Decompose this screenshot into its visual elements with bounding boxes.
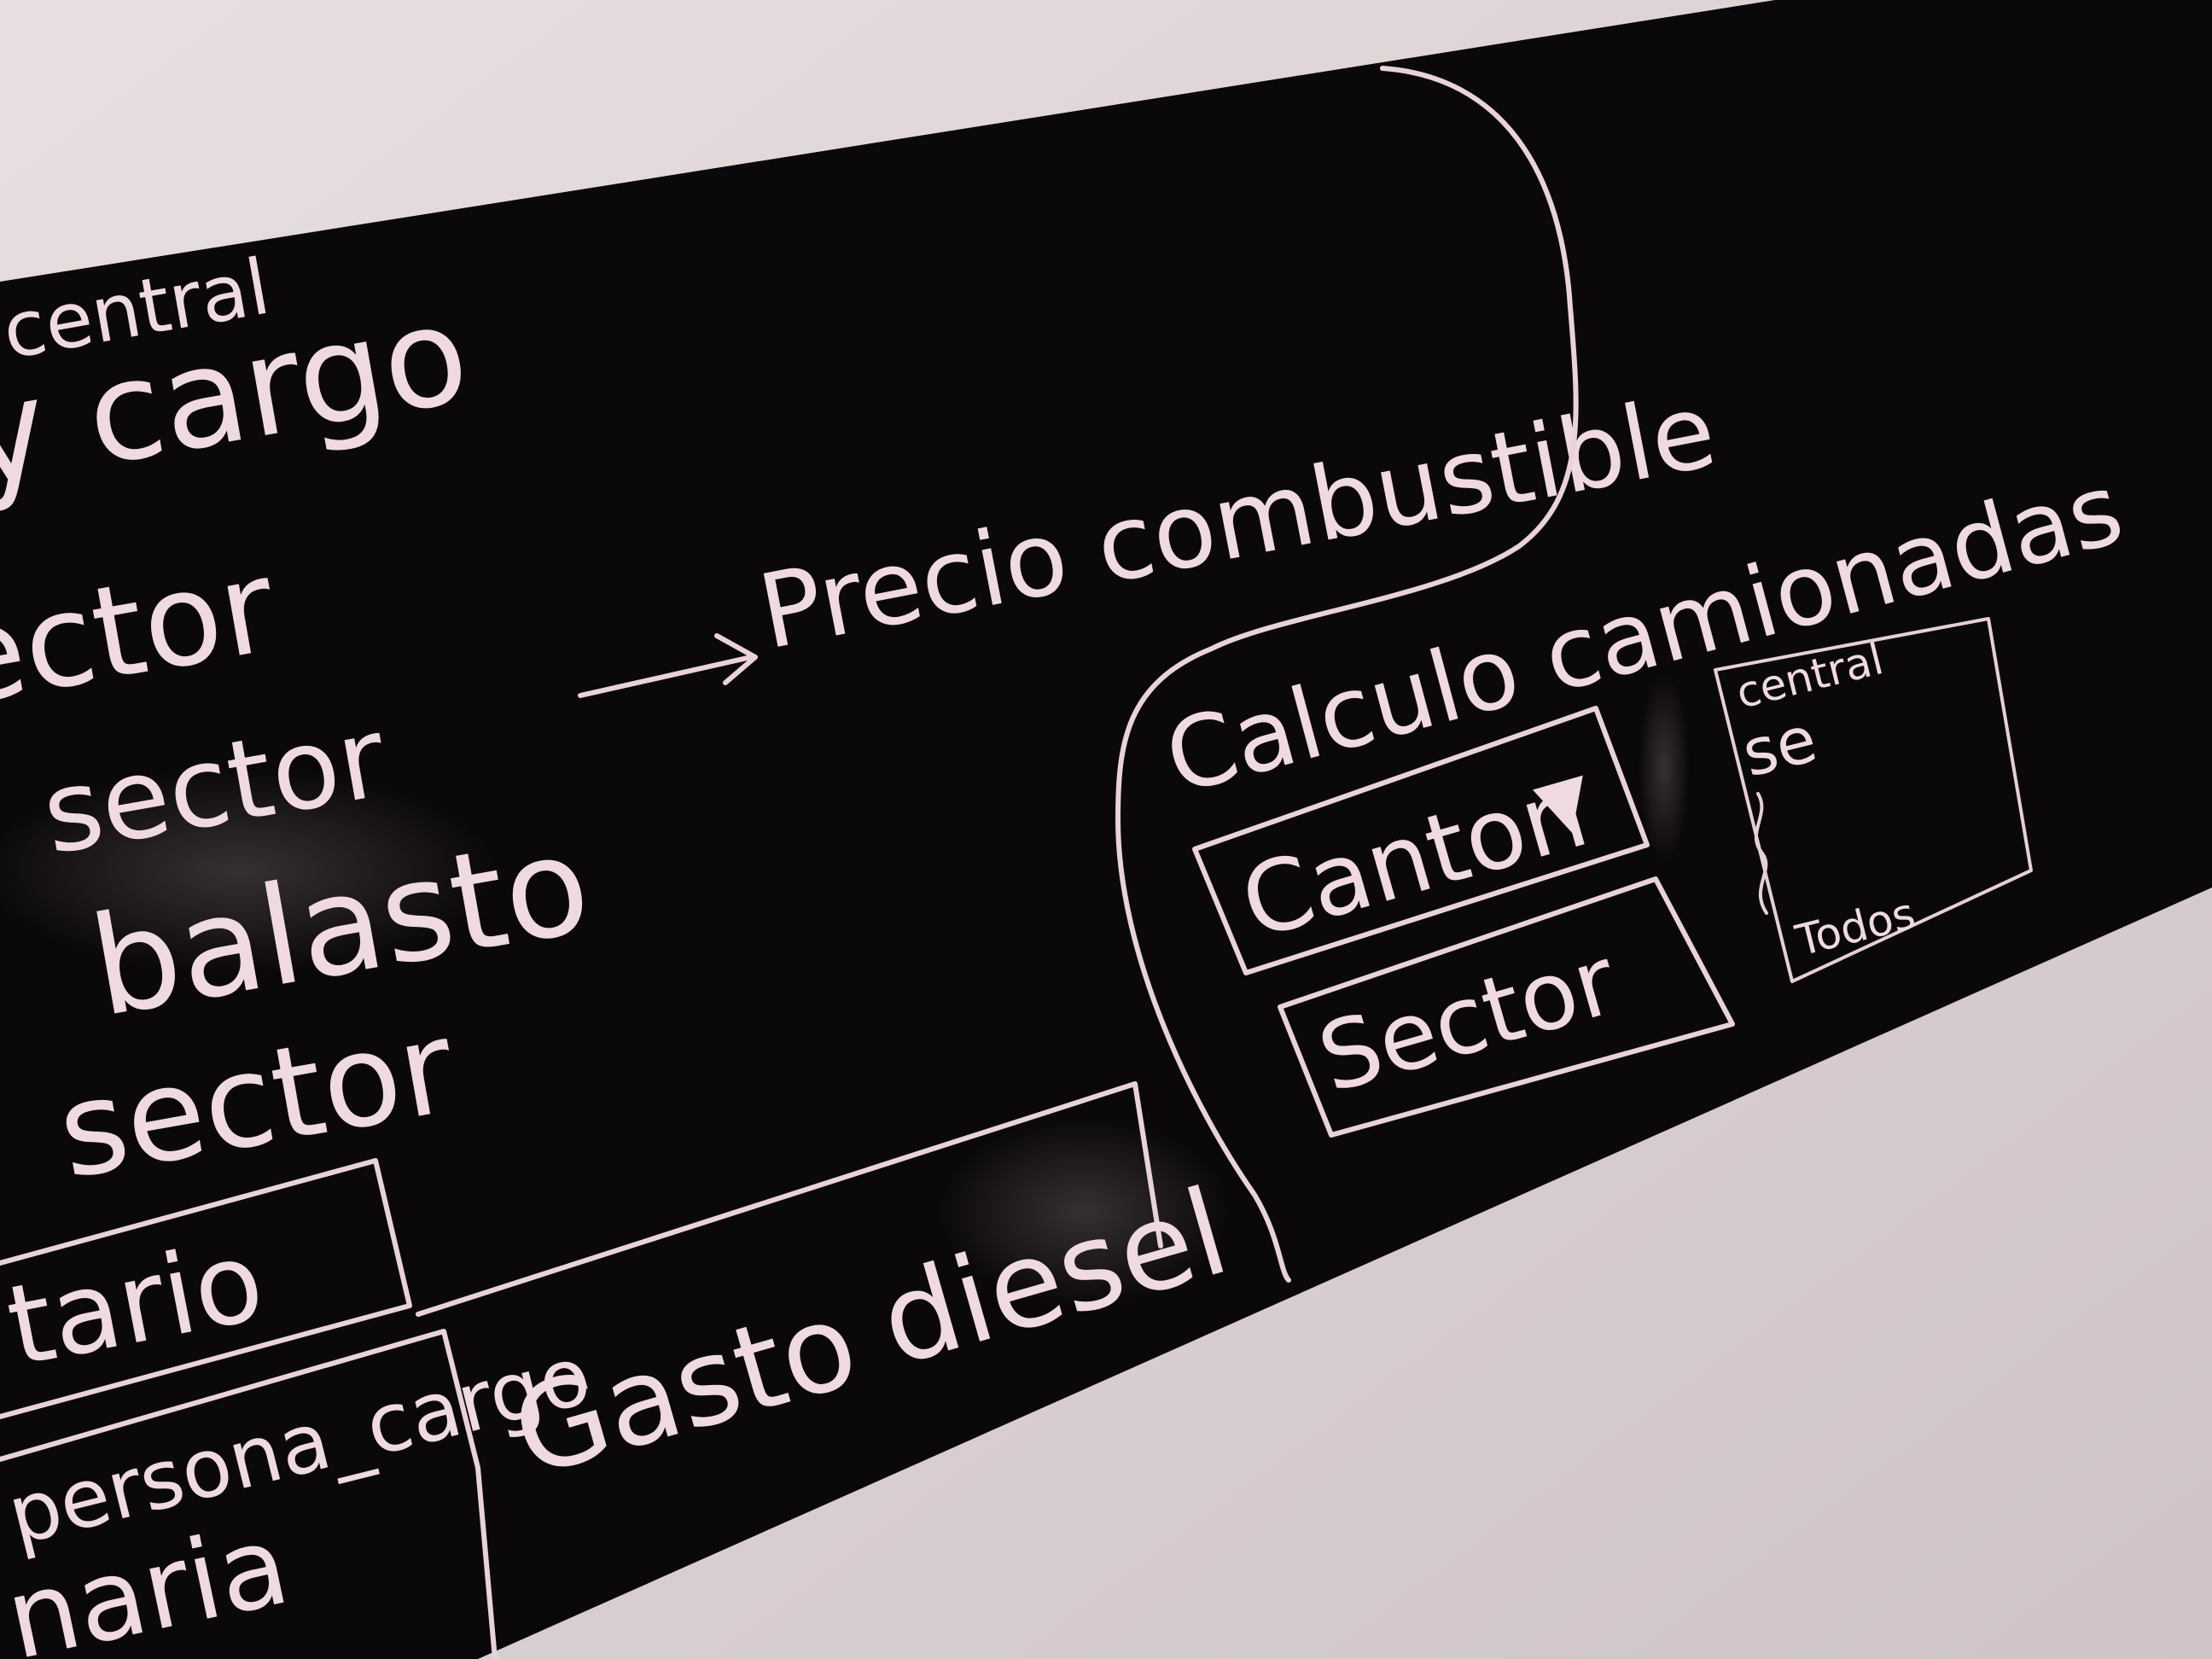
table-cell-border xyxy=(416,1081,1163,1317)
arrow-icon xyxy=(578,633,758,698)
table-cell-border xyxy=(0,1329,498,1659)
erased-smudge xyxy=(939,1118,1229,1306)
canton-dropdown xyxy=(1192,706,1650,975)
option-se: se xyxy=(1735,701,1824,791)
grouping-curve xyxy=(1115,66,1579,1283)
ellipsis-squiggle xyxy=(1754,792,1768,915)
erased-smudge xyxy=(1639,674,1690,862)
erased-smudge xyxy=(0,768,495,973)
sector-field xyxy=(1278,876,1735,1138)
table-cell-border xyxy=(0,1158,412,1419)
options-list xyxy=(1714,617,2033,983)
